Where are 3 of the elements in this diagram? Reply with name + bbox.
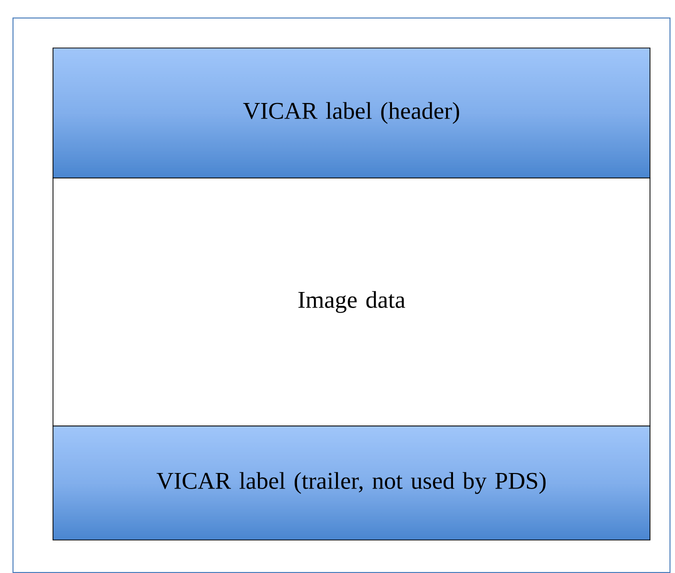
label-band: VICAR label (header) [52, 48, 650, 178]
label-band: VICAR label (trailer, not used by PDS) [52, 426, 650, 540]
data-box: Image data [52, 178, 650, 426]
